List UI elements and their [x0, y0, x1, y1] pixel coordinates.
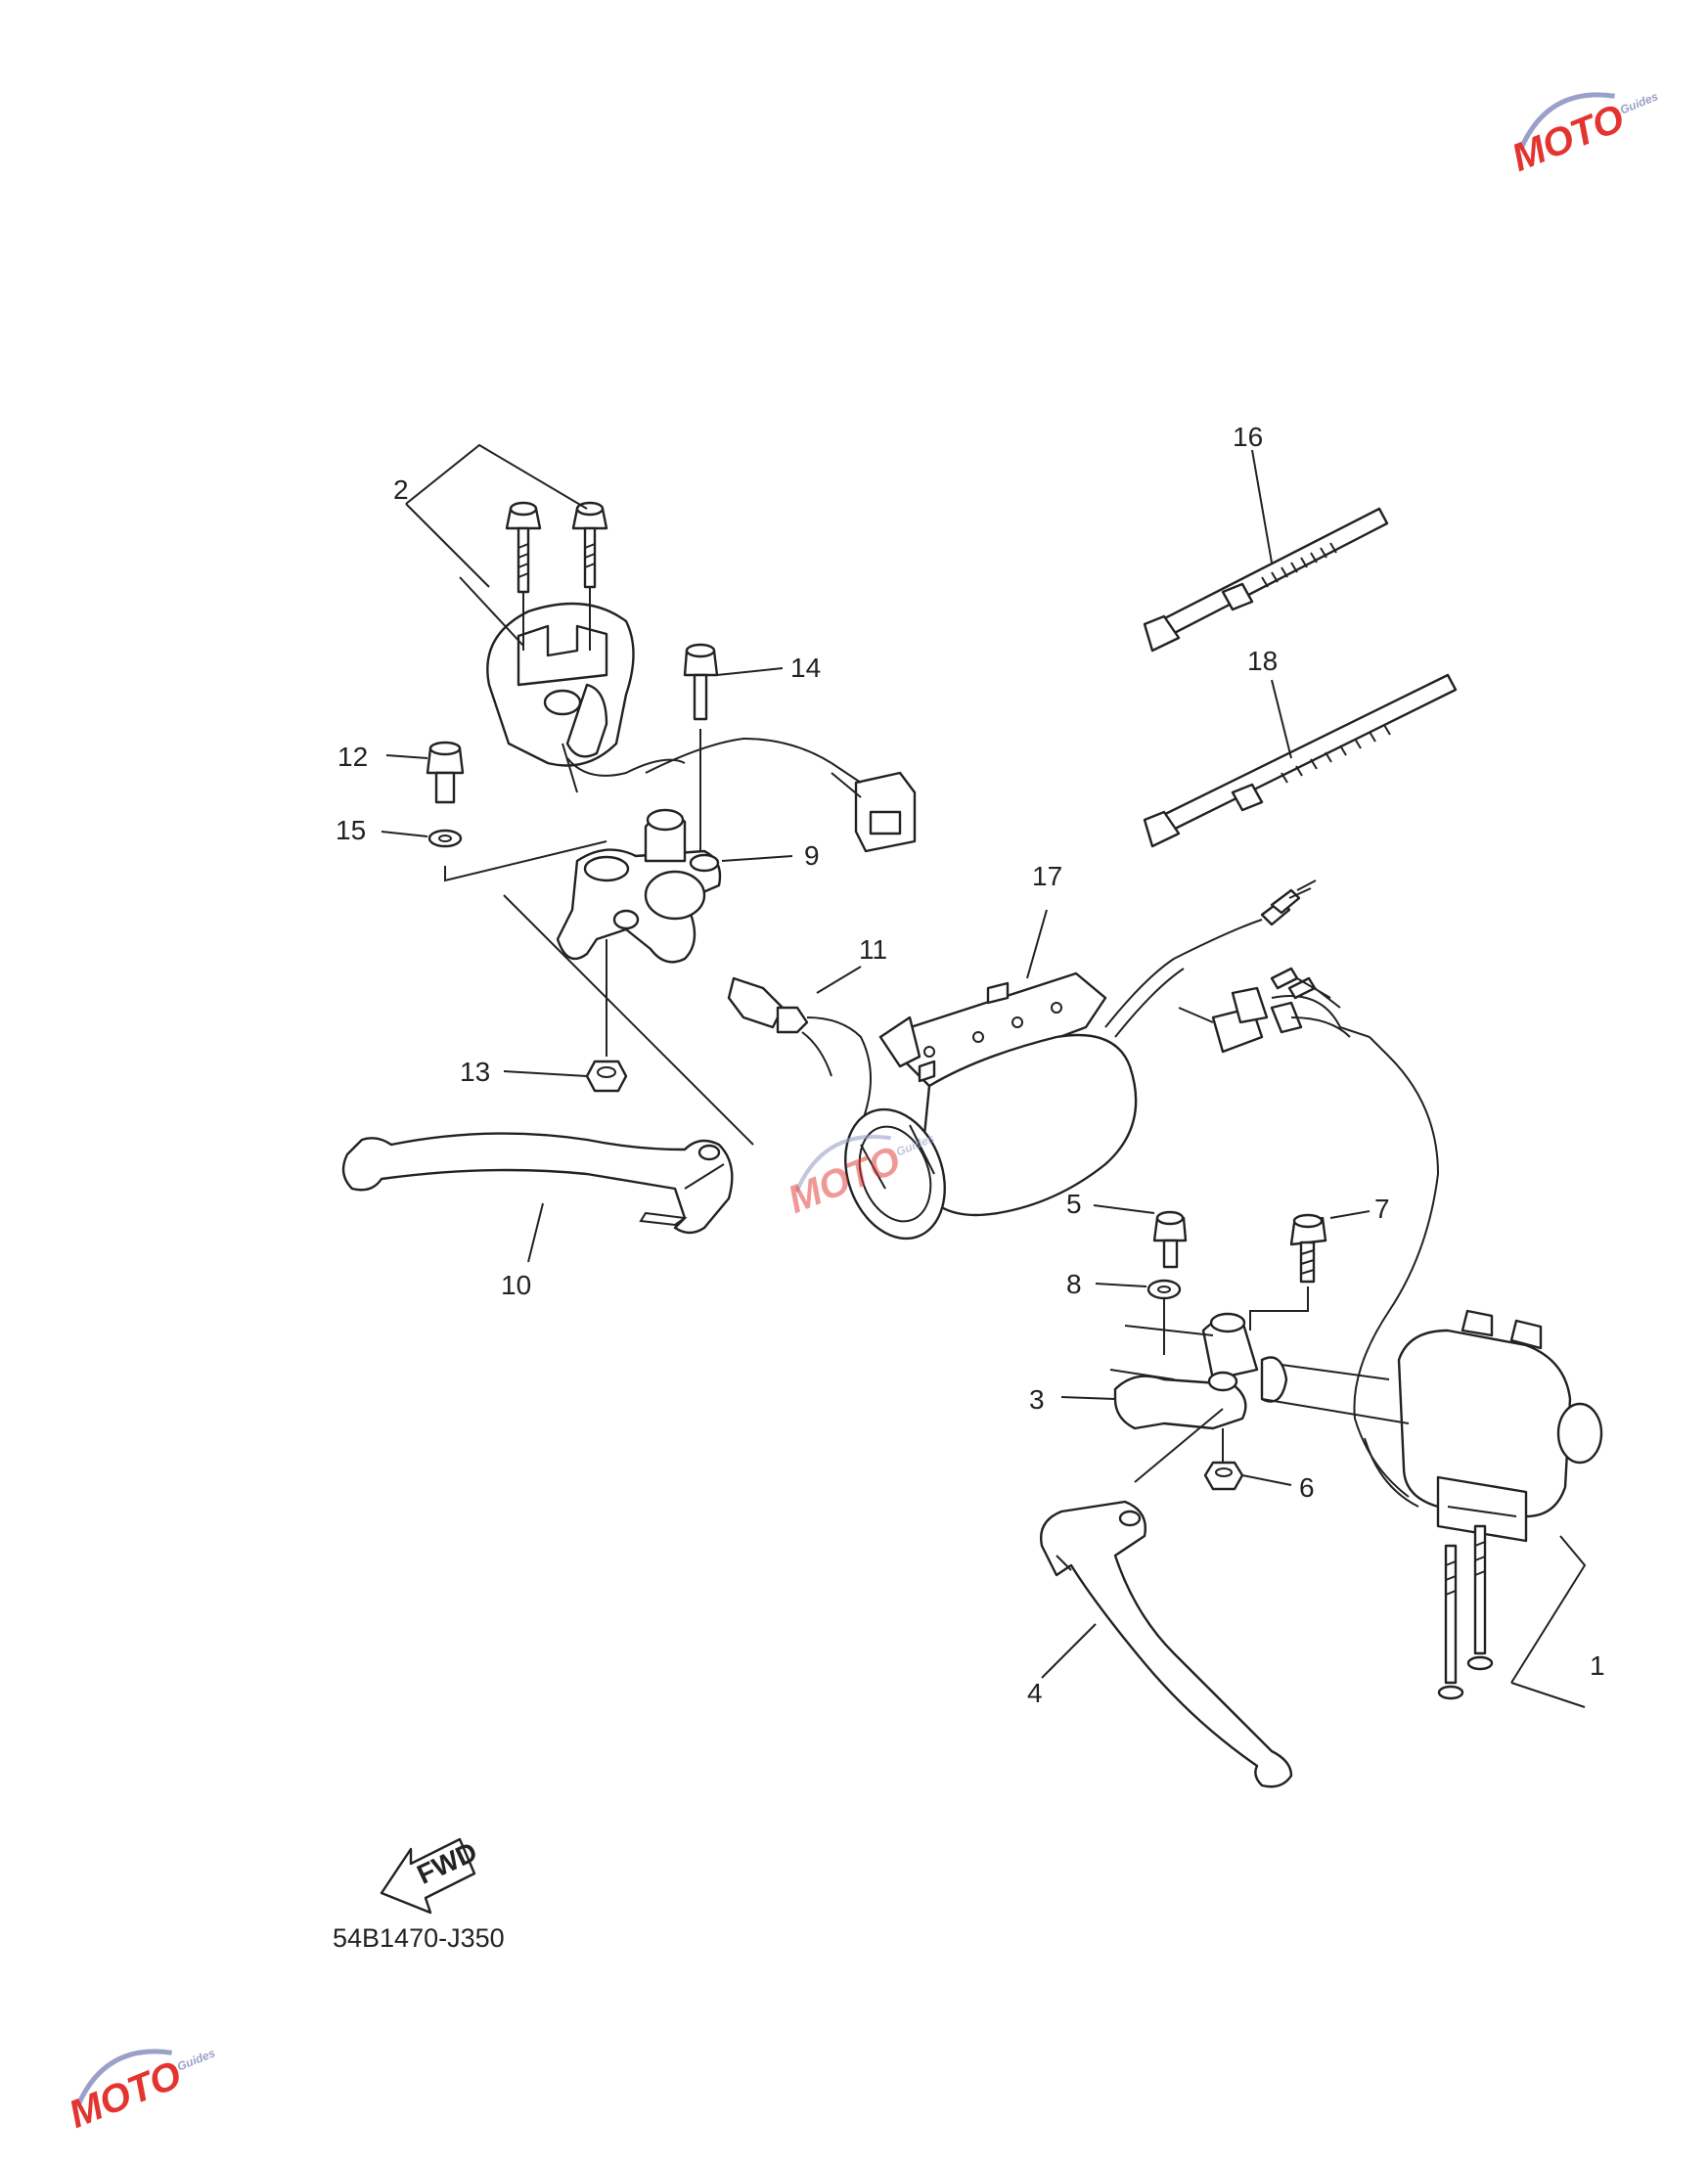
nut-6 [1203, 1461, 1244, 1491]
callout-4: 4 [1027, 1678, 1043, 1708]
watermark-logo-bottom: MOTO Guides [63, 2046, 217, 2137]
screw-1a [1437, 1544, 1464, 1700]
cable-tie-18 [1143, 673, 1458, 848]
clutch-lever-4 [1040, 1500, 1293, 1788]
switch-connector [831, 762, 917, 853]
callout-12: 12 [337, 742, 368, 772]
callout-9: 9 [804, 840, 820, 871]
lever-holder-3 [1109, 1312, 1410, 1430]
callout-6: 6 [1299, 1472, 1315, 1503]
brake-switch-11 [727, 976, 872, 1126]
callout-15: 15 [336, 815, 366, 845]
fwd-arrow: FWD [380, 1836, 481, 1915]
callout-labels: 1 2 3 4 5 6 7 8 9 10 11 12 13 14 15 16 1… [336, 422, 1605, 1708]
coil-assembly-17 [844, 880, 1317, 1241]
washer-8 [1146, 1279, 1182, 1300]
right-switch-connector [1178, 967, 1371, 1054]
callout-18: 18 [1247, 646, 1278, 676]
callout-7: 7 [1374, 1194, 1390, 1224]
svg-text:MOTO: MOTO [63, 2053, 187, 2137]
bolt-14 [683, 643, 719, 721]
brake-lever-10 [341, 1132, 734, 1235]
callout-17: 17 [1032, 861, 1062, 891]
svg-text:MOTO: MOTO [1506, 97, 1630, 180]
bolt-5 [1152, 1210, 1188, 1269]
callout-8: 8 [1066, 1269, 1082, 1299]
cable-tie-16 [1143, 507, 1389, 653]
bolt-2a [505, 501, 542, 594]
callout-11: 11 [859, 934, 887, 965]
watermark-logo-top: MOTO Guides [1506, 89, 1660, 180]
callout-3: 3 [1029, 1384, 1045, 1415]
screw-1b [1466, 1524, 1494, 1671]
callout-10: 10 [501, 1270, 531, 1300]
callout-14: 14 [790, 653, 821, 683]
svg-text:Guides: Guides [175, 2046, 217, 2073]
bolt-7 [1289, 1213, 1327, 1284]
bolt-12 [426, 741, 465, 804]
callout-1: 1 [1590, 1650, 1605, 1681]
right-handlebar-switch [1353, 1036, 1603, 1543]
left-handlebar-switch [486, 602, 832, 793]
drawing-code: 54B1470-J350 [333, 1923, 505, 1953]
callout-2: 2 [393, 474, 409, 505]
bolt-2b [571, 501, 608, 589]
svg-text:Guides: Guides [1618, 89, 1660, 116]
nut-13 [585, 1060, 628, 1093]
washer-15 [427, 829, 463, 848]
lever-holder-9 [556, 808, 722, 964]
callout-13: 13 [460, 1057, 490, 1087]
callout-5: 5 [1066, 1189, 1082, 1219]
callout-16: 16 [1233, 422, 1263, 452]
